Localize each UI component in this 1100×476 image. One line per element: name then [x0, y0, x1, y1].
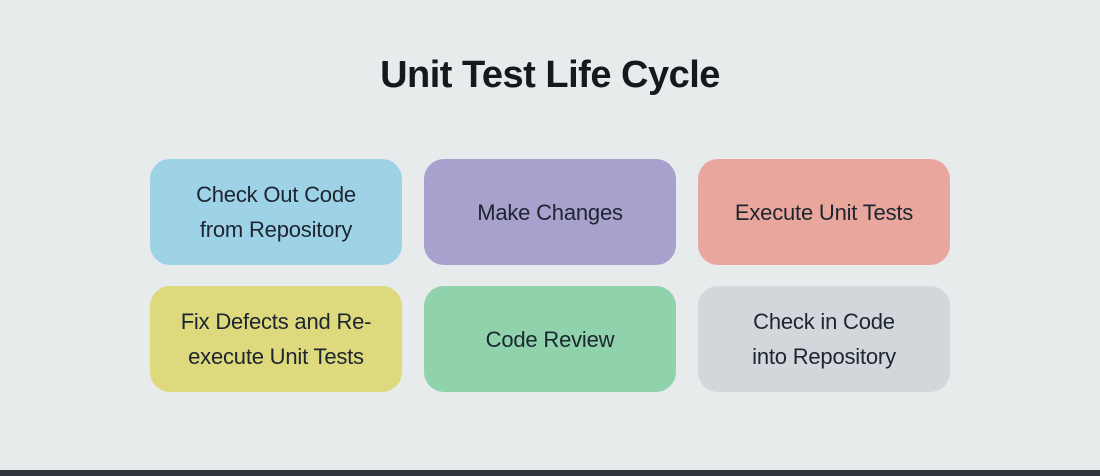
box-fix-defects: Fix Defects and Re- execute Unit Tests [150, 286, 402, 392]
box-code-review-line1: Code Review [485, 326, 615, 352]
box-code-review: Code Review [424, 286, 676, 392]
box-make-changes: Make Changes [424, 159, 676, 265]
box-check-out-code-line1: Check Out Code [196, 182, 356, 207]
box-check-in-code-line1: Check in Code [753, 309, 895, 334]
box-check-in-code-line2: into Repository [752, 344, 896, 369]
box-make-changes-line1: Make Changes [477, 199, 623, 225]
page-title: Unit Test Life Cycle [380, 54, 720, 96]
bottom-bar [0, 470, 1100, 476]
box-check-in-code: Check in Code into Repository [698, 286, 950, 392]
box-fix-defects-line1: Fix Defects and Re- [180, 309, 372, 334]
box-fix-defects-line2: execute Unit Tests [188, 344, 364, 369]
lifecycle-boxes-grid: Check Out Code from Repository Make Chan… [150, 159, 950, 392]
box-check-out-code: Check Out Code from Repository [150, 159, 402, 265]
box-execute-unit-tests-line1: Execute Unit Tests [734, 199, 914, 225]
box-check-out-code-line2: from Repository [199, 217, 353, 242]
box-execute-unit-tests: Execute Unit Tests [698, 159, 950, 265]
